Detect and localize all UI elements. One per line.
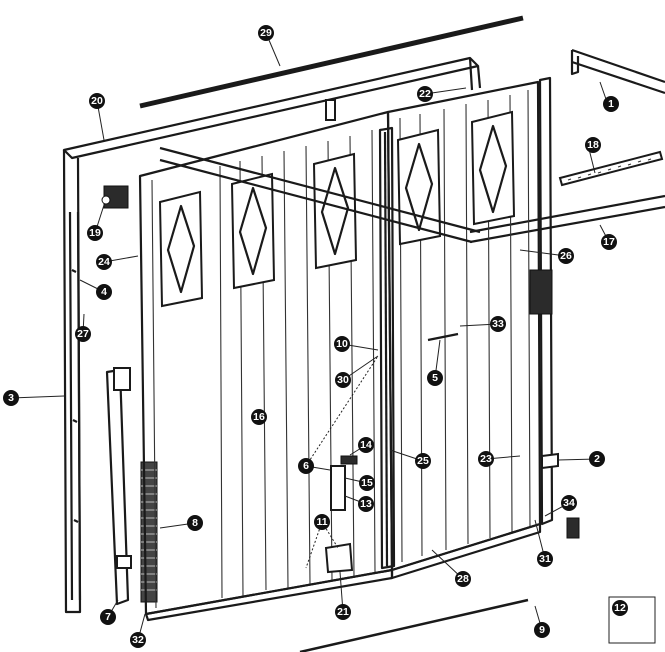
upper-rail — [570, 48, 665, 95]
svg-text:9: 9 — [539, 624, 545, 636]
svg-text:24: 24 — [98, 256, 110, 268]
svg-text:33: 33 — [492, 318, 504, 330]
svg-text:29: 29 — [260, 27, 272, 39]
callout-3: 3 — [3, 390, 19, 406]
callout-22: 22 — [417, 86, 433, 102]
hinge-bracket — [101, 185, 129, 209]
center-post — [378, 126, 396, 570]
svg-text:18: 18 — [587, 139, 599, 151]
svg-text:30: 30 — [337, 374, 349, 386]
svg-text:21: 21 — [337, 606, 349, 618]
top-seal-strip — [139, 15, 524, 109]
clip-2 — [541, 452, 559, 470]
svg-text:6: 6 — [303, 460, 309, 472]
callout-17: 17 — [601, 234, 617, 250]
svg-text:31: 31 — [539, 553, 551, 565]
window-panel — [158, 110, 516, 308]
right-door-leaf — [386, 80, 542, 580]
svg-text:8: 8 — [192, 517, 198, 529]
svg-text:3: 3 — [8, 392, 14, 404]
svg-text:23: 23 — [480, 453, 492, 465]
svg-text:16: 16 — [253, 411, 265, 423]
callout-31: 31 — [537, 551, 553, 567]
left-vertical-seal — [68, 211, 82, 601]
callout-12: 12 — [612, 600, 628, 616]
svg-text:19: 19 — [89, 227, 101, 239]
bottom-seal — [299, 598, 529, 652]
callout-4: 4 — [96, 284, 112, 300]
svg-text:32: 32 — [132, 634, 144, 646]
callout-19: 19 — [87, 225, 103, 241]
svg-text:10: 10 — [336, 338, 348, 350]
svg-text:25: 25 — [417, 455, 429, 467]
callout-20: 20 — [89, 93, 105, 109]
svg-text:7: 7 — [105, 611, 111, 623]
callout-10: 10 — [334, 336, 350, 352]
svg-text:34: 34 — [563, 497, 575, 509]
callout-27: 27 — [75, 326, 91, 342]
callout-25: 25 — [415, 453, 431, 469]
callout-23: 23 — [478, 451, 494, 467]
callout-28: 28 — [455, 571, 471, 587]
callout-34: 34 — [561, 495, 577, 511]
callout-11: 11 — [314, 514, 330, 530]
svg-text:28: 28 — [457, 573, 469, 585]
callout-2: 2 — [589, 451, 605, 467]
callout-29: 29 — [258, 25, 274, 41]
leader-lines — [10, 32, 610, 641]
callout-21: 21 — [335, 604, 351, 620]
callout-24: 24 — [96, 254, 112, 270]
svg-text:13: 13 — [360, 498, 372, 510]
hinge-post — [105, 367, 132, 606]
callout-8: 8 — [187, 515, 203, 531]
svg-text:5: 5 — [432, 372, 438, 384]
svg-text:14: 14 — [360, 439, 372, 451]
callout-6: 6 — [298, 458, 314, 474]
callout-1: 1 — [603, 96, 619, 112]
callout-33: 33 — [490, 316, 506, 332]
right-hinge-post — [529, 76, 554, 526]
callout-15: 15 — [359, 475, 375, 491]
svg-text:4: 4 — [101, 286, 107, 298]
callout-7: 7 — [100, 609, 116, 625]
callout-26: 26 — [558, 248, 574, 264]
callout-5: 5 — [427, 370, 443, 386]
svg-text:11: 11 — [316, 516, 327, 528]
svg-text:1: 1 — [608, 98, 614, 110]
callout-18: 18 — [585, 137, 601, 153]
callout-30: 30 — [335, 372, 351, 388]
svg-text:22: 22 — [419, 88, 431, 100]
handle — [427, 332, 459, 342]
lock-assembly — [330, 455, 358, 511]
svg-text:20: 20 — [91, 95, 103, 107]
callout-13: 13 — [358, 496, 374, 512]
clip-34 — [566, 517, 580, 539]
callout-16: 16 — [251, 409, 267, 425]
top-cross-bar — [159, 146, 481, 244]
inset-box-12: 12 — [608, 596, 656, 644]
callout-14: 14 — [358, 437, 374, 453]
callout-32: 32 — [130, 632, 146, 648]
svg-text:17: 17 — [603, 236, 615, 248]
svg-text:15: 15 — [361, 477, 373, 489]
svg-text:26: 26 — [560, 250, 572, 262]
svg-text:12: 12 — [614, 602, 626, 614]
perforated-strip — [558, 150, 664, 187]
svg-text:2: 2 — [594, 453, 600, 465]
callout-9: 9 — [534, 622, 550, 638]
bottom-lock — [324, 542, 354, 574]
lower-rail — [469, 194, 665, 244]
svg-text:27: 27 — [77, 328, 89, 340]
